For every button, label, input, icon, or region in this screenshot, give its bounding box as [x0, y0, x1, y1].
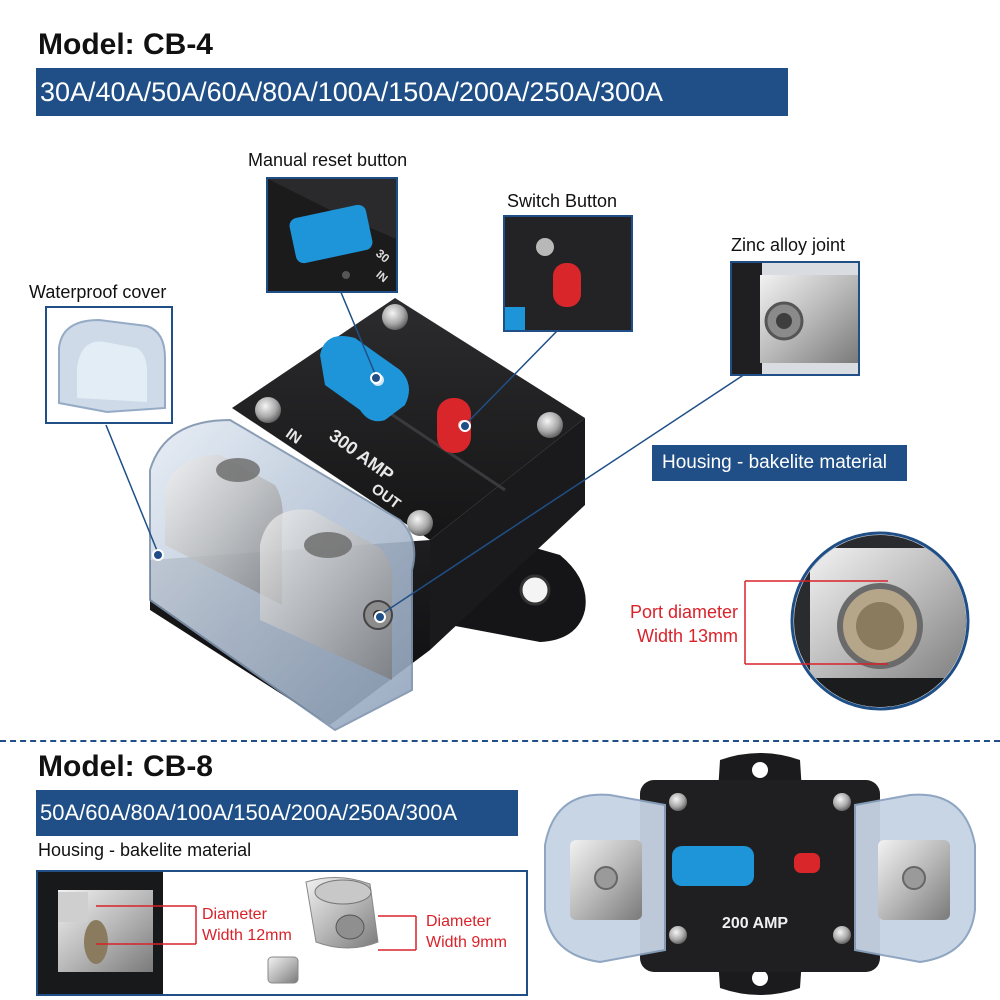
cb8-diameter-inset: Diameter Width 12mm Diameter Width 9mm	[36, 870, 528, 996]
switch-button-inset	[503, 215, 633, 332]
manual-reset-label: Manual reset button	[248, 150, 408, 170]
switch-button-label: Switch Button	[507, 191, 618, 211]
cb4-model-title: Model: CB-4	[38, 28, 213, 61]
cb4-breaker-illustration	[105, 289, 746, 732]
cb4-leader-lines	[105, 289, 746, 616]
cb4-mount-hole	[519, 574, 551, 606]
waterproof-cover-label: Waterproof cover	[29, 282, 167, 302]
zinc-joint-label: Zinc alloy joint	[731, 235, 846, 255]
port-diameter-line2: Width 13mm	[636, 626, 738, 646]
cb4-screws	[255, 304, 563, 536]
section-separator	[0, 740, 1000, 742]
cb8-diameter1-line2: Width 12mm	[202, 927, 292, 944]
cb8-breaker-illustration	[544, 753, 976, 995]
cb4-body-side	[430, 418, 585, 650]
cb4-switch-button	[437, 398, 471, 453]
cb4-body-top	[232, 298, 585, 540]
cb8-diameter1-line1: Diameter	[202, 906, 267, 923]
cb8-amp-ratings: 50A/60A/80A/100A/150A/200A/250A/300A	[36, 790, 518, 836]
zinc-joint-inset	[730, 261, 860, 376]
cb4-reset-button	[320, 336, 409, 422]
cb8-device-amp-label: 200 AMP	[722, 915, 789, 932]
cb8-diameter1-text: Diameter Width 12mm	[202, 904, 292, 946]
cb8-diameter2-line2: Width 9mm	[426, 934, 507, 951]
port-diameter-text: Port diameter Width 13mm	[618, 600, 738, 648]
manual-reset-inset: 30 IN	[266, 177, 398, 293]
cb8-diameter2-text: Diameter Width 9mm	[426, 911, 507, 953]
cb8-model-title: Model: CB-8	[38, 750, 213, 783]
waterproof-cover-inset	[45, 306, 173, 424]
port-diameter-line1: Port diameter	[629, 602, 738, 622]
cb4-amp-ratings: 30A/40A/50A/60A/80A/100A/150A/200A/250A/…	[36, 68, 788, 116]
port-diameter-detail	[744, 531, 970, 711]
cb8-diameter2-line1: Diameter	[426, 913, 491, 930]
cb8-housing-label: Housing - bakelite material	[38, 840, 252, 860]
cb4-housing-tag: Housing - bakelite material	[652, 445, 907, 481]
